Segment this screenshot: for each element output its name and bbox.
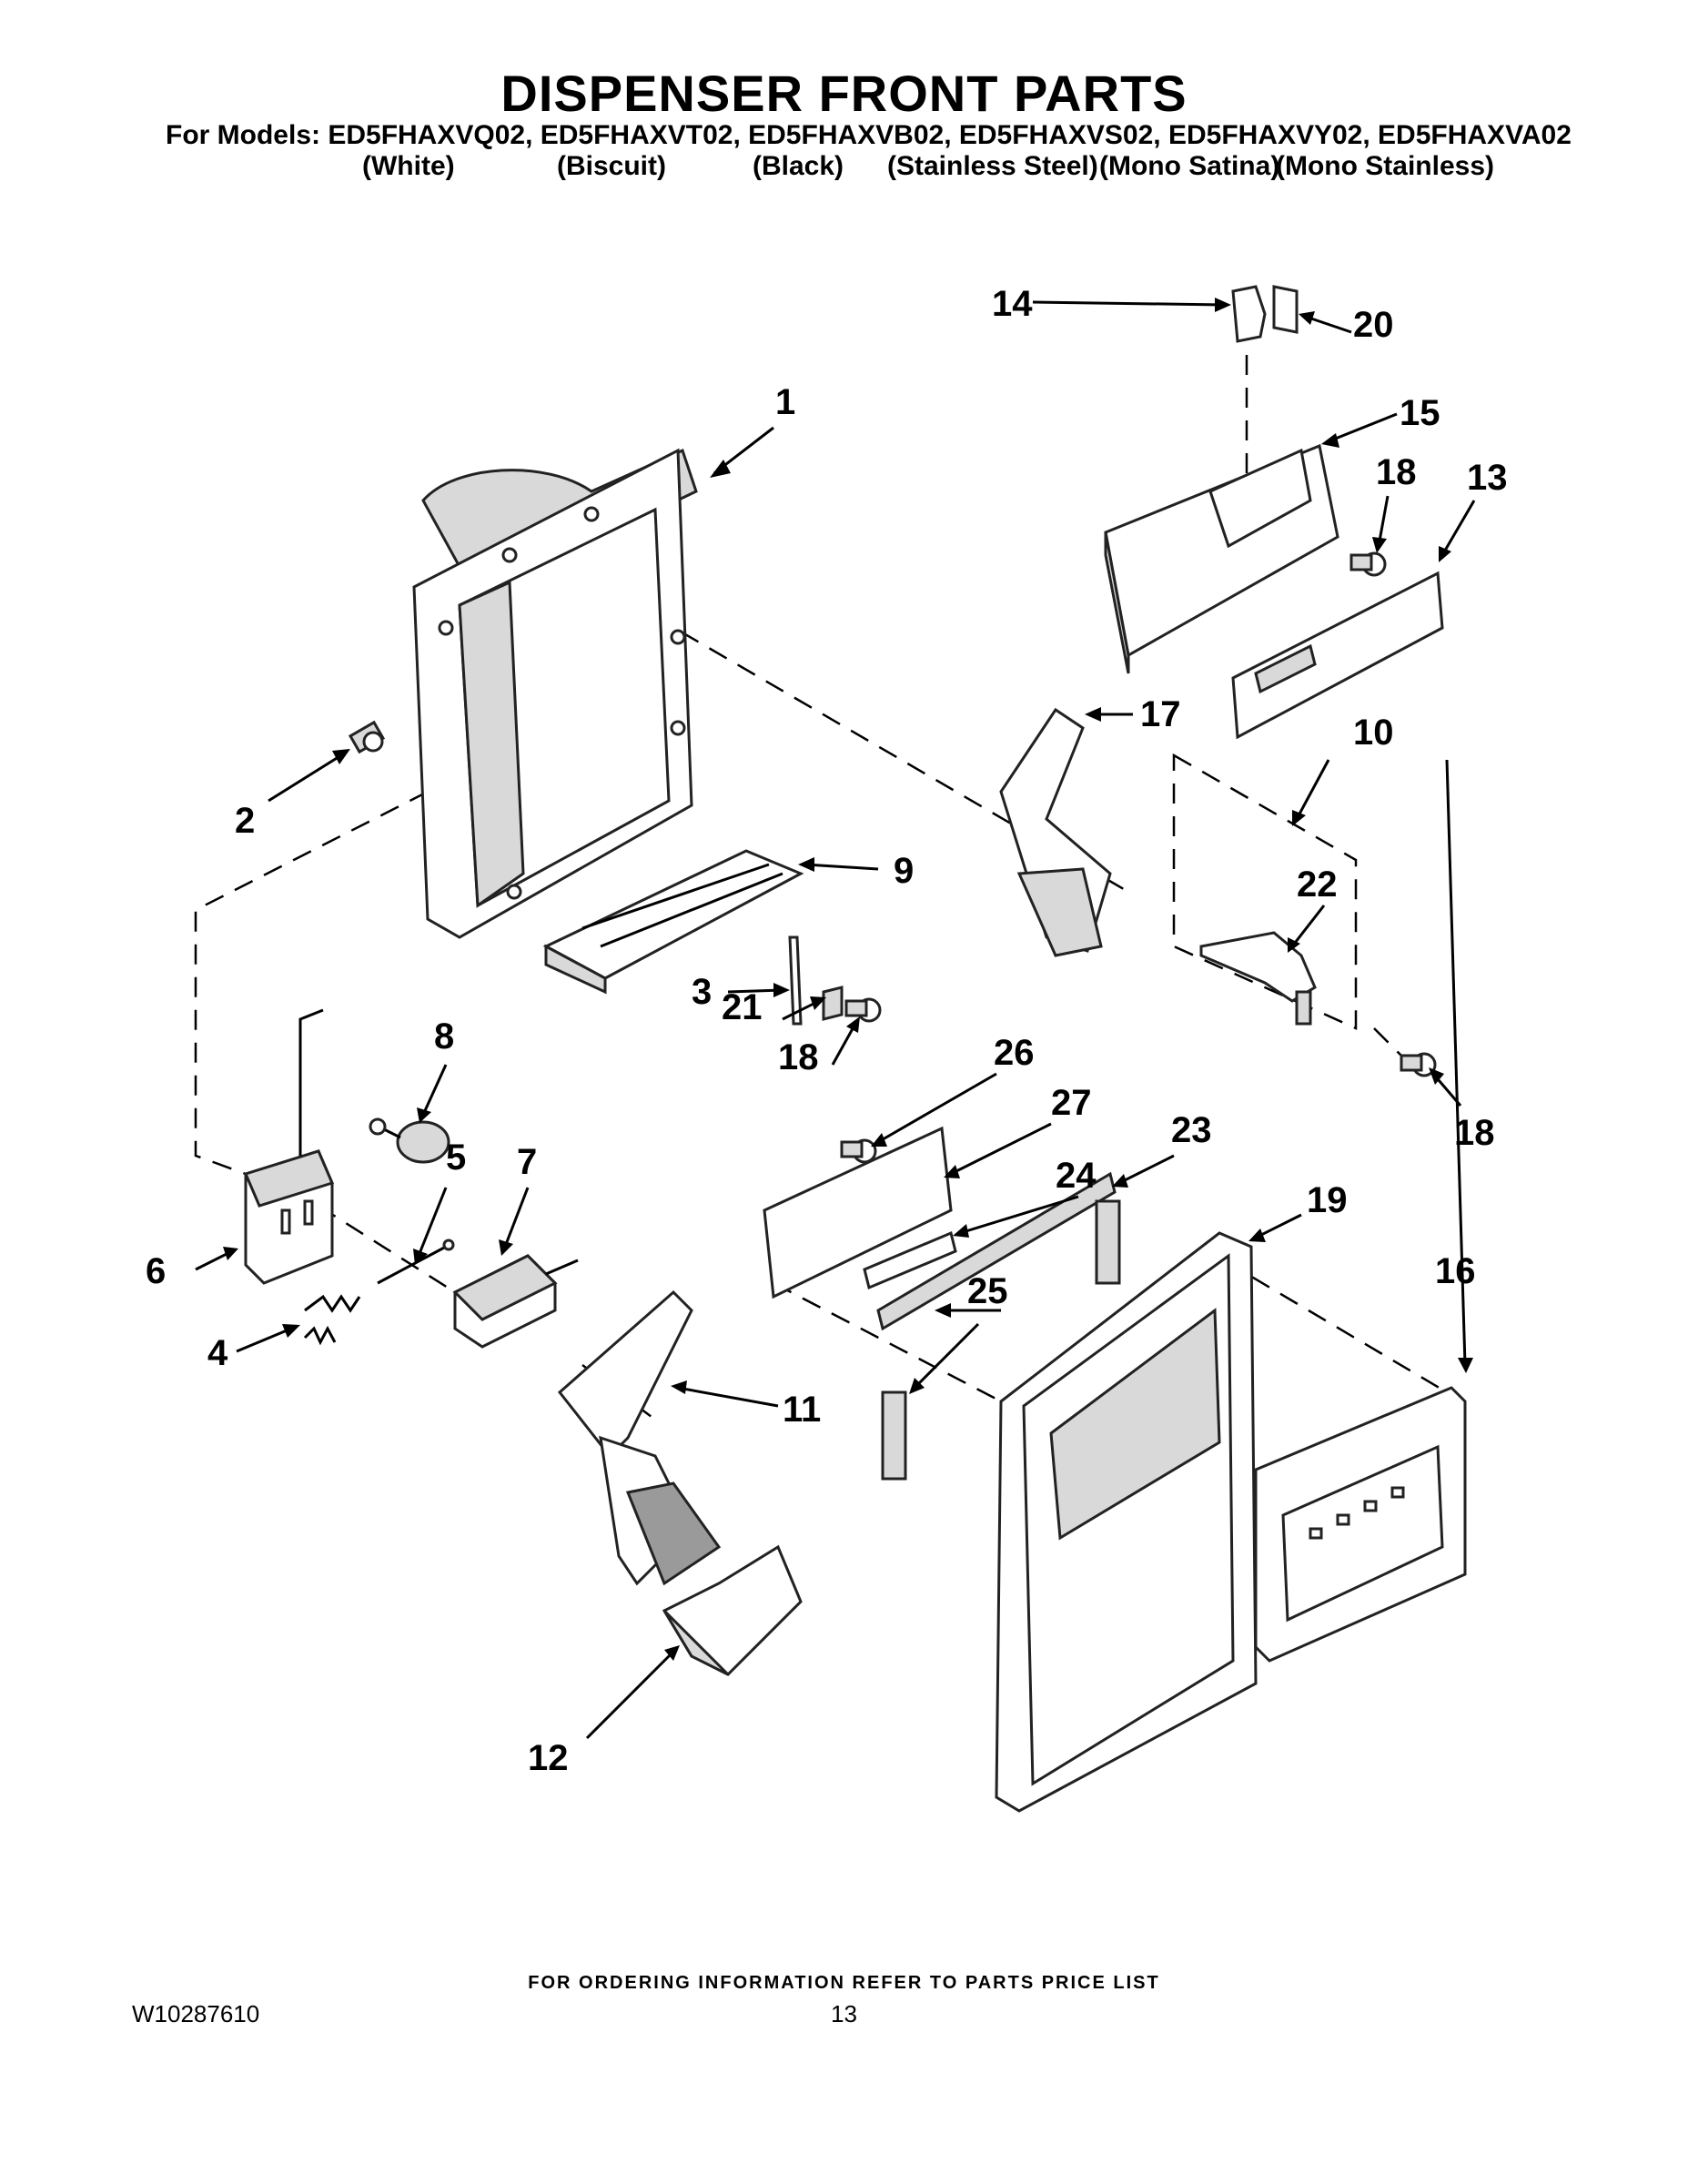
callout-22: 22 [1297,864,1338,905]
callout-2: 2 [235,801,255,841]
callout-24: 24 [1056,1156,1097,1196]
part-15-bracket [1104,443,1339,674]
part-18-screw-c [1400,1052,1437,1077]
part-18-screw-a [844,997,882,1023]
callout-16: 16 [1435,1251,1476,1291]
callout-17: 17 [1140,694,1181,734]
part-7-actuator [452,1254,579,1349]
callout-7: 7 [517,1142,537,1182]
part-1-dispenser-housing [412,448,698,939]
part-9-drip-tray [542,849,804,995]
part-12-ice-chute [662,1544,803,1676]
callout-23: 23 [1171,1110,1212,1150]
document-id: W10287610 [132,2000,260,2027]
callout-18-b: 18 [778,1037,819,1077]
callout-20: 20 [1353,305,1394,345]
leader-lines [195,298,1476,1740]
part-2-screw [348,720,386,754]
variant-stainless-steel: (Stainless Steel) [887,151,1098,181]
callout-6: 6 [146,1251,166,1291]
part-17-water-lever [999,707,1112,957]
callout-25: 25 [967,1271,1008,1311]
part-18-screw-b [1349,551,1387,577]
variant-white: (White) [362,151,455,181]
callout-4: 4 [207,1333,228,1373]
callout-15: 15 [1400,393,1440,433]
callout-8: 8 [434,1016,454,1057]
part-8-solenoid [369,1117,450,1164]
callout-12: 12 [528,1738,569,1778]
callout-10: 10 [1353,713,1394,753]
part-26-screw [840,1138,877,1164]
variant-black: (Black) [753,151,844,181]
callout-5: 5 [446,1138,466,1178]
callout-labels: 1 2 3 4 5 6 7 8 9 10 11 12 13 14 15 16 1… [146,284,1508,1778]
part-22-lever-assembly [1199,931,1317,1026]
callout-26: 26 [994,1033,1035,1073]
part-27-circuit-board [763,1126,953,1299]
page-title: DISPENSER FRONT PARTS [500,65,1188,122]
callout-14: 14 [992,284,1033,324]
variant-mono-stainless: (Mono Stainless) [1276,151,1495,181]
callout-11: 11 [783,1390,821,1430]
part-25-foam-blocks [881,1199,1121,1481]
callout-27: 27 [1051,1083,1092,1123]
part-16-control-panel [1254,1386,1467,1663]
callout-18-a: 18 [1376,452,1417,492]
part-20-insulator [1272,285,1299,334]
part-6-motor [243,1008,335,1285]
part-23-foam-bar [876,1171,1117,1331]
callout-1: 1 [775,382,795,422]
part-24-light-strip [863,1230,957,1290]
part-14-switch [1231,285,1267,343]
part-19-dispenser-frame [995,1231,1258,1813]
callout-9: 9 [894,851,914,891]
part-3-switch-actuator [788,935,803,1026]
ordering-note: FOR ORDERING INFORMATION REFER TO PARTS … [528,1973,1160,1993]
variant-mono-satina: (Mono Satina) [1099,151,1280,181]
part-21-insulator [822,986,844,1021]
callout-3: 3 [692,972,712,1012]
part-11-ice-paddle [557,1289,722,1586]
part-5-pin [377,1239,455,1285]
models-line: For Models: ED5FHAXVQ02, ED5FHAXVT02, ED… [166,120,1572,150]
callout-13: 13 [1467,458,1508,498]
variant-biscuit: (Biscuit) [557,151,666,181]
page-number: 13 [831,2000,857,2027]
part-4-springs [303,1294,361,1346]
part-13-control-board [1231,571,1444,740]
callout-19: 19 [1307,1180,1348,1220]
callout-18-c: 18 [1454,1113,1495,1153]
callout-21: 21 [722,987,763,1027]
